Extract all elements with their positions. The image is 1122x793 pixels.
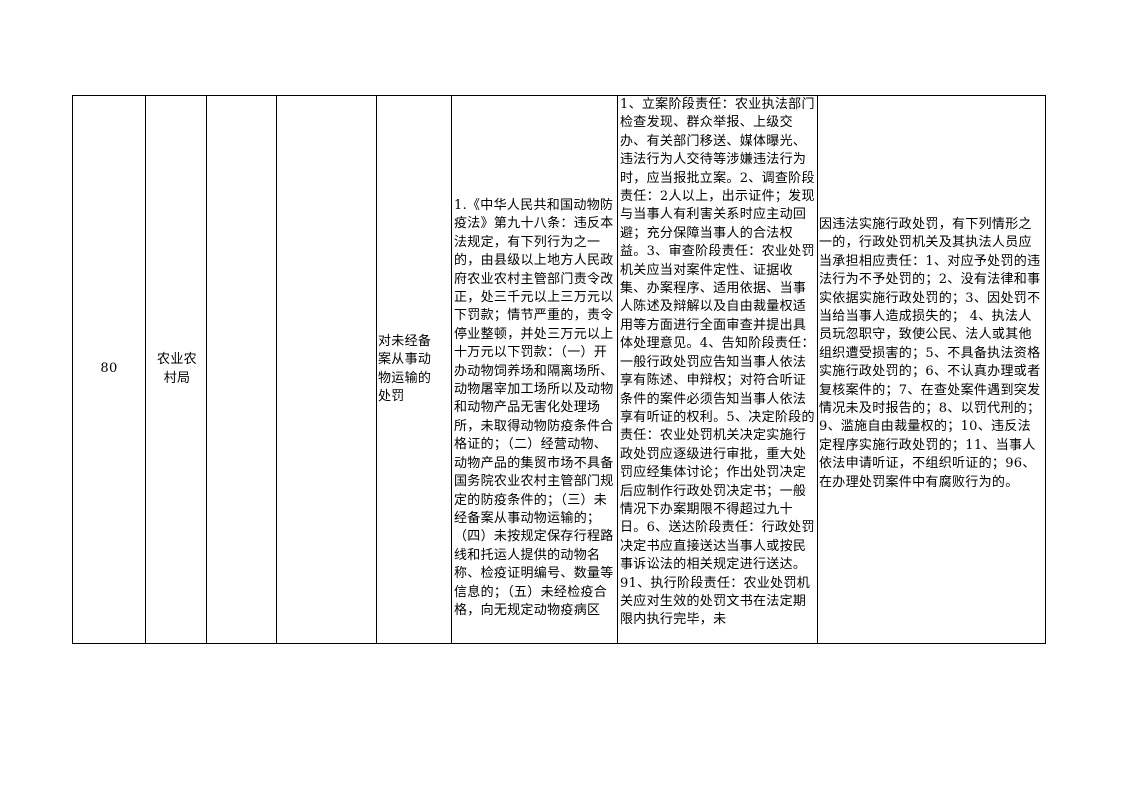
legal-basis: 1.《中华人民共和国动物防疫法》第九十八条：违反本法规定，有下列行为之一的，由县… [454,198,614,618]
col-border [206,95,207,644]
col-border [72,95,73,644]
accountability-terms: 因违法实施行政处罚，有下列情形之一的，行政处罚机关及其执法人员应当承担相应责任：… [819,217,1041,490]
row-number: 80 [100,361,118,377]
col-border [376,95,377,644]
table-bottom-border [72,643,1046,644]
empty-cell [207,96,276,643]
item-name: 对未经备案从事动物运输的处罚 [378,333,432,404]
col-border [1045,95,1046,644]
col-border [817,95,818,644]
empty-cell [277,96,376,643]
col-border [617,95,618,644]
col-border [145,95,146,644]
department-name: 农业农村局 [157,352,197,386]
permission-table: 80 农业农村局 对未经备案从事动物运输的处罚 1.《中华人民共和国动物防疫法》… [72,95,1046,644]
responsibility-steps: 1、立案阶段责任：农业执法部门检查发现、群众举报、上级交办、有关部门移送、媒体曝… [620,97,815,628]
col-border [451,95,452,644]
table-top-border [72,95,1046,96]
col-border [276,95,277,644]
